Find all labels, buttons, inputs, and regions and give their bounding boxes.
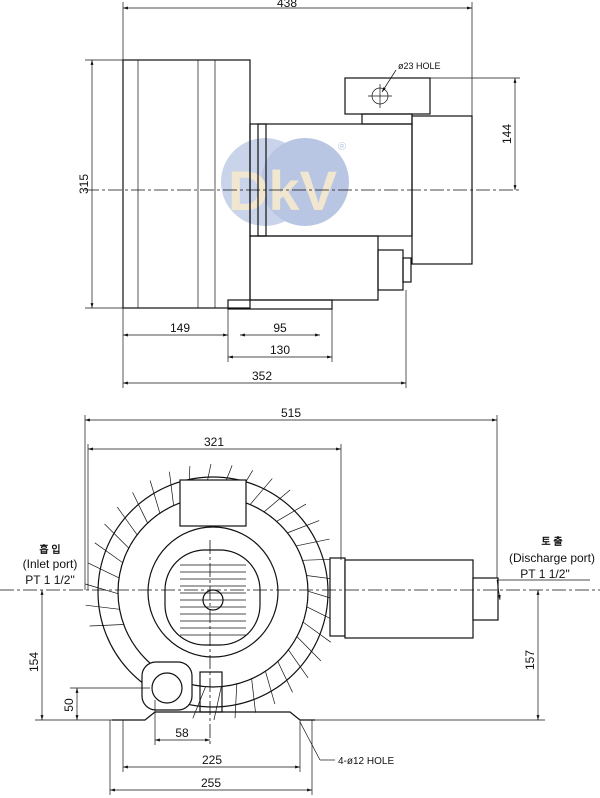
svg-text:DkV: DkV (228, 159, 337, 222)
cooling-fin (287, 520, 320, 534)
dim-225: 225 (202, 753, 222, 767)
cooling-fin (85, 583, 119, 594)
discharge-label: (Discharge port) (509, 551, 595, 565)
dim-95: 95 (273, 321, 287, 335)
cooling-fin (89, 624, 124, 627)
inlet-size: PT 1 1/2" (25, 573, 74, 587)
dim-50: 50 (62, 698, 76, 712)
dim-149: 149 (170, 321, 190, 335)
dim-515: 515 (281, 406, 301, 420)
discharge-size: PT 1 1/2" (520, 567, 569, 581)
top-view: DkV ® 438 315 144 ø23 HOLE (77, 0, 520, 388)
cooling-fin (302, 621, 331, 643)
dim-58: 58 (175, 726, 189, 740)
cooling-fin (169, 471, 174, 506)
cooling-fin (88, 562, 120, 579)
cooling-fin (192, 686, 206, 719)
cooling-fin (104, 523, 129, 549)
cooling-fin (249, 478, 273, 505)
cooling-fin (265, 671, 276, 705)
cooling-fin (149, 480, 161, 514)
front-view: 515 321 154 50 157 58 225 255 흡 입 (Inlet… (0, 406, 600, 795)
inlet-korean: 흡 입 (39, 543, 60, 556)
cooling-fin (132, 492, 148, 524)
svg-text:®: ® (338, 141, 346, 153)
dim-154: 154 (27, 652, 41, 672)
dim-352: 352 (252, 369, 272, 383)
cooling-fin (251, 678, 256, 713)
dim-315: 315 (77, 174, 91, 194)
cooling-fin (116, 506, 138, 536)
cooling-fin (276, 503, 307, 522)
dim-157: 157 (523, 650, 537, 670)
cooling-fin (234, 683, 238, 719)
cooling-fin (85, 604, 120, 610)
cooling-fin (296, 538, 330, 547)
dim-255: 255 (201, 776, 221, 790)
cooling-fin (263, 489, 291, 513)
dim-321: 321 (204, 435, 224, 449)
cooling-fin (277, 661, 293, 693)
hole-note: ø23 HOLE (398, 61, 441, 71)
dim-438: 438 (277, 0, 297, 10)
cooling-fin (288, 649, 309, 678)
cooling-fin (296, 636, 322, 662)
discharge-korean: 토 출 (541, 535, 562, 548)
cooling-fin (213, 686, 222, 721)
dkv-logo: DkV ® (221, 138, 349, 226)
dim-130: 130 (270, 343, 290, 357)
mount-hole-note: 4-ø12 HOLE (338, 756, 394, 767)
cooling-fin (94, 542, 123, 563)
dim-144: 144 (500, 124, 514, 144)
inlet-label: (Inlet port) (23, 557, 78, 571)
